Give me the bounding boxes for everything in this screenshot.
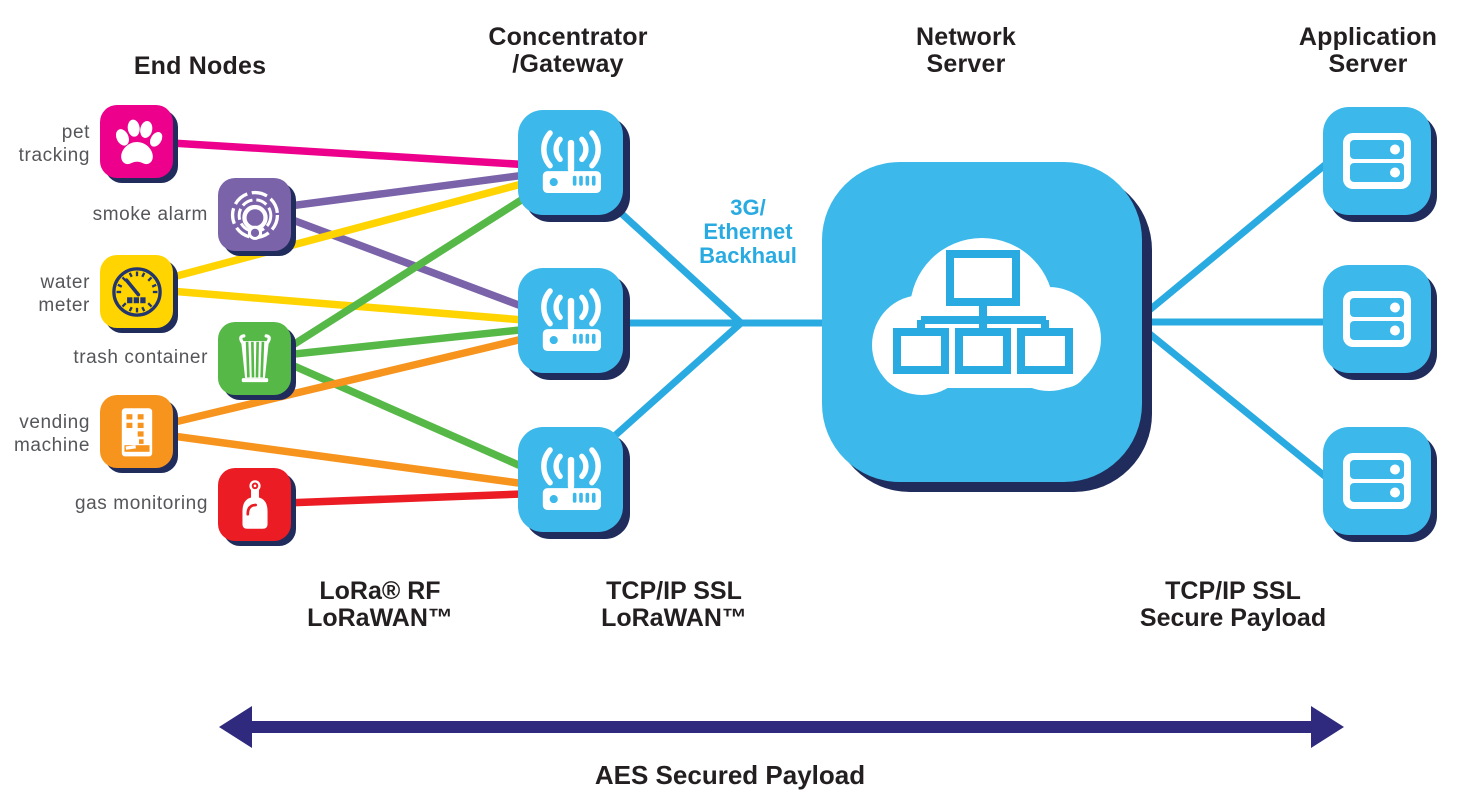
cloud-network-icon bbox=[872, 238, 1101, 395]
trash-container-node bbox=[218, 322, 291, 395]
application-server-title: Application Server bbox=[1258, 24, 1475, 78]
backhaul-links bbox=[606, 151, 1341, 490]
gas-cylinder-icon bbox=[241, 479, 268, 529]
backhaul-line3: Backhaul bbox=[699, 243, 797, 268]
server-rack-icon bbox=[1343, 291, 1411, 347]
link-trash-gw1 bbox=[281, 179, 552, 354]
gateway-title: Concentrator /Gateway bbox=[458, 24, 678, 78]
water-meter-node bbox=[100, 255, 173, 328]
gateway-antenna-icon bbox=[540, 446, 601, 510]
gateway-title-line1: Concentrator bbox=[488, 23, 648, 51]
trash-container-label: trash container bbox=[73, 347, 208, 368]
smoke-alarm-node bbox=[218, 178, 291, 251]
tcpip-secure-label: TCP/IP SSL Secure Payload bbox=[1103, 578, 1363, 632]
gateway-2 bbox=[518, 268, 623, 373]
network-title-line1: Network bbox=[915, 23, 1017, 51]
lora-rf-line2: LoRaWAN™ bbox=[307, 604, 453, 632]
gateway-1 bbox=[518, 110, 623, 215]
aes-arrow-shaft bbox=[248, 721, 1314, 733]
backhaul-line2: Ethernet bbox=[703, 219, 793, 244]
end-node-links bbox=[151, 138, 552, 507]
link-net-as1 bbox=[1131, 151, 1341, 326]
link-vending-gw3 bbox=[154, 430, 552, 491]
vending-machine-icon bbox=[121, 407, 152, 456]
tcpip-secure-line2: Secure Payload bbox=[1139, 604, 1327, 632]
backhaul-label: 3G/ Ethernet Backhaul bbox=[663, 196, 833, 268]
server-rack-icon bbox=[1343, 453, 1411, 509]
app-server-1 bbox=[1323, 107, 1431, 215]
aes-arrow bbox=[219, 706, 1344, 748]
trash-container-icon bbox=[238, 333, 271, 382]
tcpip-secure-line1: TCP/IP SSL bbox=[1165, 577, 1301, 605]
link-trash-gw3 bbox=[281, 358, 552, 482]
link-gas-gw3 bbox=[281, 489, 552, 507]
link-net-as3 bbox=[1131, 318, 1341, 490]
app-title-line1: Application bbox=[1298, 23, 1438, 51]
water-meter-icon bbox=[111, 266, 162, 317]
gateway-title-line2: /Gateway bbox=[512, 50, 624, 78]
smoke-alarm-label: smoke alarm bbox=[92, 204, 208, 225]
network-server-title: Network Server bbox=[856, 24, 1076, 78]
tcpip-lorawan-label: TCP/IP SSL LoRaWAN™ bbox=[564, 578, 784, 632]
tcpip-lorawan-line1: TCP/IP SSL bbox=[606, 577, 742, 605]
tcpip-lorawan-line2: LoRaWAN™ bbox=[601, 604, 747, 632]
gateway-antenna-icon bbox=[540, 129, 601, 193]
backhaul-line1: 3G/ bbox=[730, 195, 766, 220]
pet-tracking-label: pet tracking bbox=[18, 122, 90, 166]
link-gw3-net bbox=[606, 319, 745, 444]
link-vending-gw2 bbox=[154, 329, 552, 430]
network-server-node bbox=[822, 162, 1142, 482]
link-water-gw1 bbox=[154, 173, 552, 285]
gas-monitoring-label: gas monitoring bbox=[74, 493, 208, 514]
aes-arrow-right-head bbox=[1311, 706, 1344, 748]
water-meter-label: water meter bbox=[38, 272, 90, 316]
pet-tracking-node bbox=[100, 105, 173, 178]
end-nodes-title-text: End Nodes bbox=[133, 52, 267, 80]
link-pet-gw1 bbox=[151, 138, 552, 170]
aes-secured-payload-label: AES Secured Payload bbox=[594, 760, 866, 790]
vending-machine-node bbox=[100, 395, 173, 468]
app-title-line2: Server bbox=[1328, 50, 1408, 78]
paw-icon bbox=[115, 119, 162, 164]
app-server-2 bbox=[1323, 265, 1431, 373]
app-server-3 bbox=[1323, 427, 1431, 535]
link-gw1-net bbox=[606, 199, 745, 327]
server-rack-icon bbox=[1343, 133, 1411, 189]
gateway-3 bbox=[518, 427, 623, 532]
lora-rf-label: LoRa® RF LoRaWAN™ bbox=[270, 578, 490, 632]
gateway-antenna-icon bbox=[540, 287, 601, 351]
link-smoke-gw1 bbox=[278, 168, 552, 211]
link-trash-gw2 bbox=[281, 323, 552, 359]
vending-machine-label: vending machine bbox=[13, 412, 90, 456]
aes-arrow-left-head bbox=[219, 706, 252, 748]
end-nodes-title: End Nodes bbox=[100, 53, 300, 80]
lora-rf-line1: LoRa® RF bbox=[319, 577, 441, 605]
gas-monitoring-node bbox=[218, 468, 291, 541]
smoke-alarm-icon bbox=[230, 190, 279, 240]
network-title-line2: Server bbox=[926, 50, 1006, 78]
